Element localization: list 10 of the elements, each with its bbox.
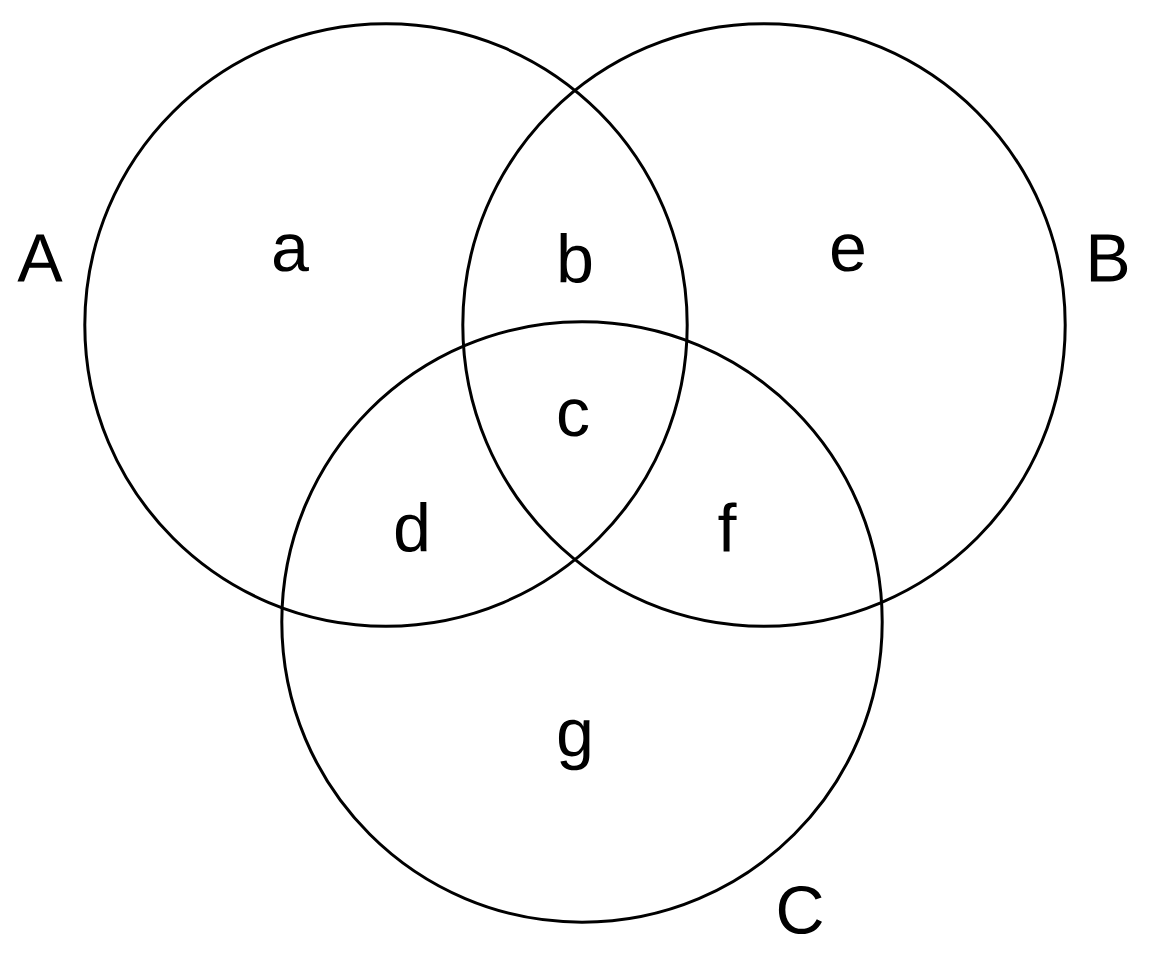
- set-label: C: [778, 885, 822, 935]
- region-label: g: [558, 719, 590, 771]
- region-label: d: [395, 502, 427, 552]
- region-label: a: [274, 234, 309, 272]
- region-label: b: [560, 233, 592, 283]
- region-label: c: [558, 399, 589, 437]
- region-label: e: [832, 234, 864, 272]
- region-label: f: [718, 502, 737, 552]
- set-label: B: [1090, 234, 1128, 282]
- set-label: A: [17, 234, 63, 282]
